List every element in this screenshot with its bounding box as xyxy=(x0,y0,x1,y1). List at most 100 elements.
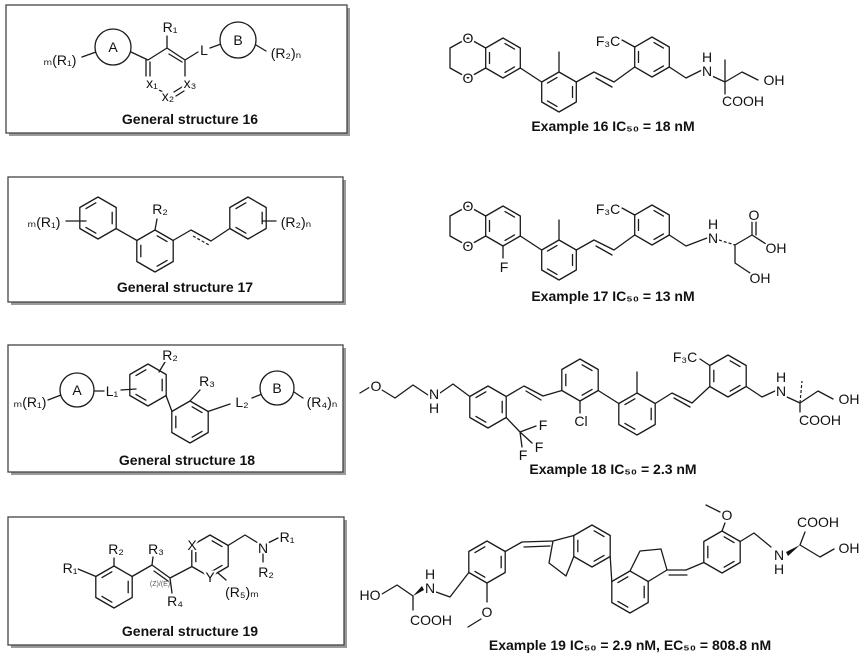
bonds xyxy=(449,205,767,274)
hydroxyl: OH xyxy=(839,540,860,556)
benzene-ring xyxy=(468,540,506,584)
double-bond-line xyxy=(581,388,593,396)
ring-a-circle xyxy=(59,372,95,408)
structure-caption: General structure 17 xyxy=(117,279,253,295)
acid-hydroxyl: OH xyxy=(766,240,787,256)
ring-a-label: A xyxy=(108,39,118,55)
double-bond-line xyxy=(653,65,665,73)
wedge-bond xyxy=(786,545,800,556)
substituent-r1: R₁ xyxy=(63,560,78,576)
double-bond-line xyxy=(474,546,486,554)
example-caption: Example 19 IC₅₀ = 2.9 nM, EC₅₀ = 808.8 n… xyxy=(489,637,771,653)
double-bond-line xyxy=(729,360,741,368)
atom-h: H xyxy=(774,561,784,577)
atom-h: H xyxy=(429,400,439,416)
benzene-ring xyxy=(469,385,507,429)
atom-x: X xyxy=(187,537,197,553)
linker-l1: L₁ xyxy=(106,383,119,399)
substituent-r2n: (R₂)ₙ xyxy=(281,214,311,230)
example-17: O O F F₃C N H O OH OH Example 17 IC₅₀ = … xyxy=(449,196,789,304)
atom-f: F xyxy=(535,439,544,455)
bonds xyxy=(381,504,835,628)
general-structure-16: ₘ(R₁) A R₁ L B (R₂)ₙ x₁ x₂ x₃ General st… xyxy=(5,4,350,136)
substituent-r1: R₁ xyxy=(163,19,178,35)
hydroxyl: HO xyxy=(360,587,381,603)
double-bond-line xyxy=(546,268,558,276)
atom-n: N xyxy=(776,383,786,399)
atom-h: H xyxy=(708,216,718,232)
ring-a-label: A xyxy=(72,382,82,398)
atom-y: Y xyxy=(205,569,215,585)
bonds xyxy=(47,361,304,413)
bonds xyxy=(65,218,277,242)
substituent-r2: R₂ xyxy=(108,541,124,557)
double-bond-line xyxy=(653,41,665,49)
structure-caption: General structure 16 xyxy=(122,111,258,127)
atom-o: O xyxy=(463,238,474,254)
carboxylic-acid: COOH xyxy=(410,612,452,628)
double-bond-line xyxy=(653,233,665,241)
atom-o: O xyxy=(463,198,474,214)
substituent-r3: R₃ xyxy=(148,541,164,557)
double-bond-line xyxy=(211,564,223,572)
double-bond-line xyxy=(504,66,516,74)
double-bond-line xyxy=(211,540,223,548)
atom-o: O xyxy=(463,70,474,86)
double-bond-line xyxy=(546,244,558,252)
hashed-bond xyxy=(799,380,803,404)
double-bond-line xyxy=(546,100,558,108)
atom-x1: x₁ xyxy=(146,75,158,91)
double-bond-line xyxy=(101,595,113,603)
benzene-ring xyxy=(634,204,670,246)
substituent-r5m: (R₅)ₘ xyxy=(225,584,259,600)
hashed-bond xyxy=(718,239,736,246)
double-bond-line xyxy=(85,226,97,234)
optional-double-bond xyxy=(192,235,210,246)
double-bond-line xyxy=(235,202,247,210)
double-bond-line xyxy=(593,530,605,538)
substituent-r4: R₄ xyxy=(167,593,183,609)
structure-box xyxy=(7,344,344,473)
benzene-ring xyxy=(129,363,167,407)
double-bond-line xyxy=(101,571,113,579)
atom-h: H xyxy=(702,49,712,65)
linker-l2: L₂ xyxy=(235,394,248,410)
substituent-r2: R₂ xyxy=(162,347,178,363)
atom-f: F xyxy=(539,417,548,433)
methoxy-o: O xyxy=(482,604,493,620)
double-bond-line xyxy=(617,600,629,608)
benzene-ring xyxy=(229,196,267,240)
double-bond-line xyxy=(156,235,168,243)
double-bond-line xyxy=(617,576,629,584)
ring-a-circle xyxy=(94,28,132,66)
substituent-r3: R₃ xyxy=(199,373,215,389)
atom-h: H xyxy=(776,369,786,385)
double-bond-line xyxy=(729,384,741,392)
double-bond-line xyxy=(624,422,636,430)
carboxylic-acid: COOH xyxy=(799,412,841,428)
double-bond-line xyxy=(653,209,665,217)
structure-caption: General structure 18 xyxy=(119,452,255,468)
ring-b-label: B xyxy=(272,380,281,396)
trifluoromethyl: F₃C xyxy=(596,201,620,217)
double-bond-line xyxy=(156,259,168,267)
hydroxyl: OH xyxy=(839,391,860,407)
bonds xyxy=(81,35,267,97)
double-bond-line xyxy=(85,202,97,210)
general-structure-19: R₁ R₂ R₃ R₄ (Z)/(E) X Y (R₅)ₘ N R₁ R₂ Ge… xyxy=(7,516,347,648)
hydroxyl: OH xyxy=(764,72,785,88)
substituent-r2n: (R₂)ₙ xyxy=(271,45,301,61)
atom-n: N xyxy=(258,540,268,556)
atom-f: F xyxy=(519,447,528,463)
benzene-ring xyxy=(485,205,521,247)
indane-benzo-ring xyxy=(611,570,649,614)
benzene-ring xyxy=(541,71,577,113)
substituent-r4n: (R₄)ₙ xyxy=(307,394,338,410)
atom-n: N xyxy=(774,547,784,563)
carboxylic-acid: COOH xyxy=(797,514,839,530)
substituent-m-r1: ₘ(R₁) xyxy=(28,214,61,230)
double-bond-line xyxy=(235,226,247,234)
double-bond-line xyxy=(191,406,203,414)
double-bond-line xyxy=(723,560,735,568)
